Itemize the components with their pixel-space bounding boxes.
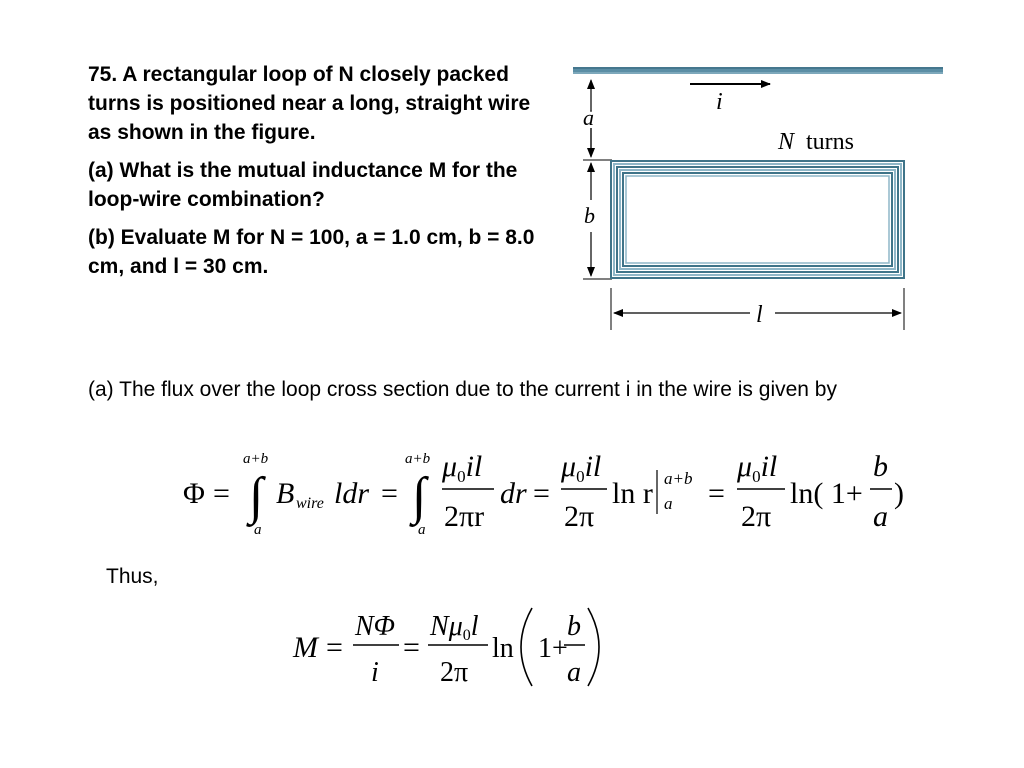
fraction-4-denominator: i — [371, 657, 379, 688]
problem-part-a: (a) What is the mutual inductance M for … — [88, 159, 518, 211]
rectangular-loop — [610, 160, 905, 279]
left-paren — [520, 607, 533, 687]
problem-part-b: (b) Evaluate M for N = 100, a = 1.0 cm, … — [88, 226, 535, 278]
frac-a-2: a — [567, 657, 581, 688]
frac-b-2: b — [567, 611, 581, 642]
thus-label: Thus, — [106, 565, 159, 588]
equals-5: = — [326, 631, 343, 664]
ln-term: ln — [492, 633, 514, 664]
right-paren — [587, 607, 600, 687]
B-symbol: B — [276, 477, 294, 510]
integral-1-lower: a — [254, 522, 262, 538]
integral-2-lower: a — [418, 522, 426, 538]
solution-text: (a) The flux over the loop cross section… — [88, 378, 837, 401]
b-label: b — [584, 203, 595, 228]
fraction-2-denominator: 2π — [564, 500, 594, 533]
equals-1: = — [213, 477, 230, 510]
ln-open: ln( 1+ — [790, 477, 863, 510]
integral-sign-1: ∫ — [246, 468, 266, 527]
fraction-3-denominator: 2π — [741, 500, 771, 533]
equals-6: = — [403, 631, 420, 664]
eval-upper: a+b — [664, 469, 692, 488]
turns-word: turns — [806, 129, 854, 155]
frac-b: b — [873, 450, 888, 483]
fraction-3-numerator: μ0il — [736, 450, 777, 486]
ln-r-term: ln r — [612, 477, 653, 510]
fraction-5-numerator: Nμ0l — [429, 611, 479, 644]
integral-1-upper: a+b — [243, 451, 269, 467]
integral-sign-2: ∫ — [409, 468, 429, 527]
equals-4: = — [708, 477, 725, 510]
ldr-term: ldr — [334, 477, 369, 510]
fraction-4-numerator: NΦ — [354, 611, 395, 642]
dr-term: dr — [500, 477, 527, 510]
fraction-1-denominator: 2πr — [444, 500, 484, 533]
a-label: a — [583, 105, 594, 130]
fraction-5-denominator: 2π — [440, 657, 468, 688]
M-symbol: M — [292, 631, 320, 664]
fraction-1-numerator: μ0il — [441, 450, 482, 486]
problem-intro: 75. A rectangular loop of N closely pack… — [88, 63, 531, 144]
current-label: i — [716, 89, 723, 115]
wire-subscript: wire — [296, 495, 324, 512]
l-label: l — [756, 302, 763, 328]
eval-lower: a — [664, 494, 673, 513]
equals-2: = — [381, 477, 398, 510]
close-paren: ) — [894, 477, 904, 510]
integral-2-upper: a+b — [405, 451, 431, 467]
turns-N: N — [777, 129, 796, 155]
straight-wire — [573, 67, 943, 74]
one-plus: 1+ — [538, 633, 568, 664]
n-turns-label: N turns — [777, 129, 854, 155]
phi-symbol: Φ — [183, 477, 205, 510]
problem-statement: 75. A rectangular loop of N closely pack… — [88, 60, 558, 290]
fraction-2-numerator: μ0il — [560, 450, 601, 486]
frac-a: a — [873, 500, 888, 533]
equals-3: = — [533, 477, 550, 510]
